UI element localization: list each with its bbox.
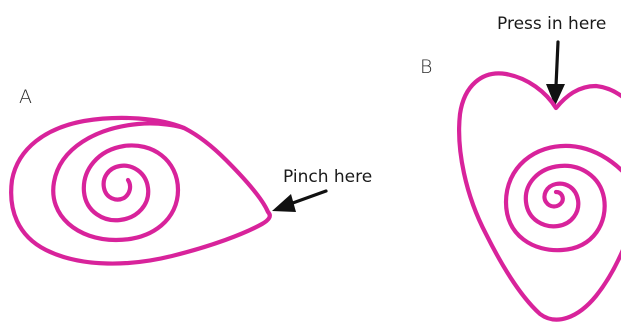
figure-b-label: B [420, 56, 432, 78]
figure-b-callout: Press in here [497, 14, 606, 34]
figure-b: B Press in here [420, 14, 621, 322]
figure-b-arrow-shaft [554, 40, 560, 88]
figure-a-callout: Pinch here [283, 167, 372, 187]
figure-a: A Pinch here [9, 86, 372, 266]
figure-a-label: A [19, 86, 32, 108]
figure-a-teardrop-outline [9, 115, 272, 266]
figure-a-spiral [51, 121, 187, 243]
figure-b-arrowhead [546, 84, 565, 106]
figure-b-heart-outline [457, 71, 621, 322]
figure-b-arrow [546, 40, 565, 106]
figure-a-arrow [272, 189, 328, 212]
figure-a-arrow-shaft [288, 189, 328, 206]
figure-b-spiral [503, 143, 621, 253]
figure-a-arrowhead [272, 194, 296, 212]
